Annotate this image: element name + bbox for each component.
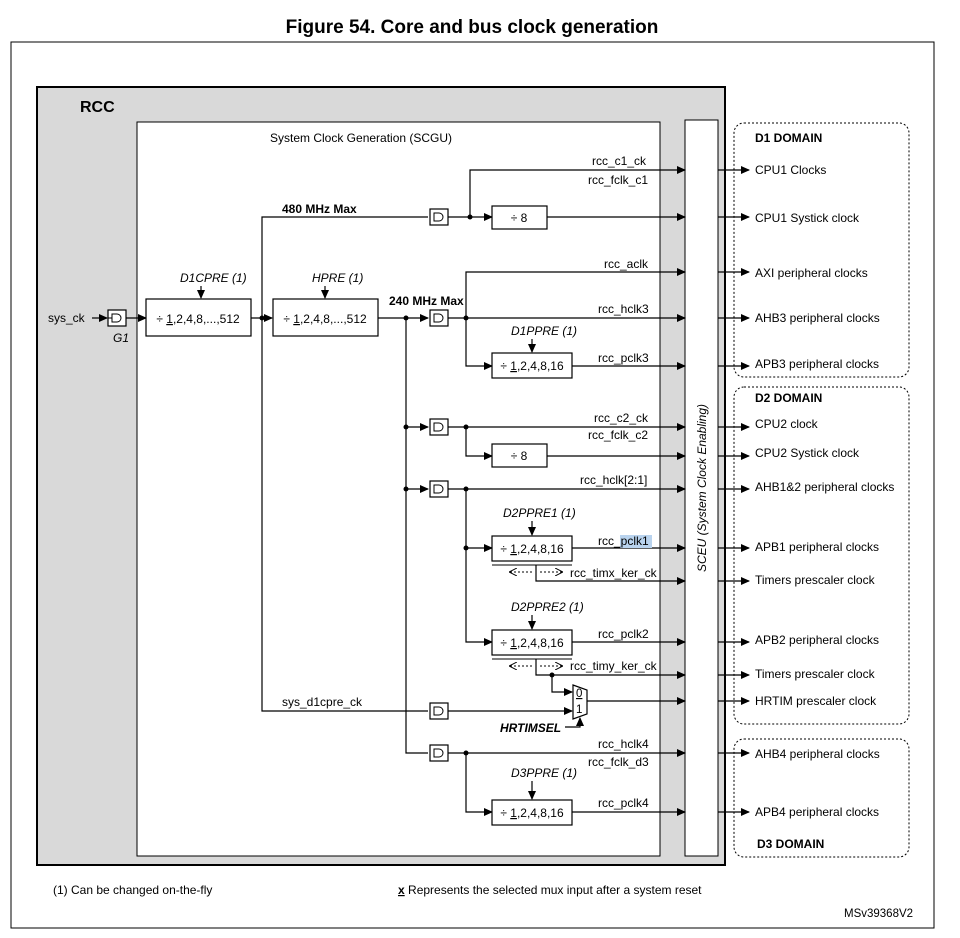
out-cpu1-clocks: CPU1 Clocks [755, 163, 826, 177]
d1cpre-label: D1CPRE (1) [180, 271, 247, 285]
svg-text:÷ 1,2,4,8,16: ÷ 1,2,4,8,16 [500, 636, 564, 650]
rcc-pclk2-label: rcc_pclk2 [598, 627, 649, 641]
svg-text:rcc_pclk1: rcc_pclk1 [598, 534, 649, 548]
freq-480-label: 480 MHz Max [282, 202, 357, 216]
d2-domain-label: D2 DOMAIN [755, 391, 822, 405]
d2-domain-box [733, 386, 910, 725]
gate-g1-icon [107, 309, 127, 327]
footnote-mux: x Represents the selected mux input afte… [398, 883, 702, 897]
d1-domain-label: D1 DOMAIN [755, 131, 822, 145]
sys-ck-label: sys_ck [48, 311, 86, 325]
rcc-c2-ck-label: rcc_c2_ck [594, 411, 649, 425]
out-apb4: APB4 peripheral clocks [755, 805, 879, 819]
gate-d1-bus-icon [429, 309, 449, 327]
out-timers2: Timers prescaler clock [755, 667, 876, 681]
svg-text:÷ 8: ÷ 8 [511, 449, 528, 463]
out-ahb4: AHB4 peripheral clocks [755, 747, 880, 761]
hpre-label: HPRE (1) [312, 271, 363, 285]
rcc-hclk21-label: rcc_hclk[2:1] [580, 473, 647, 487]
out-hrtim: HRTIM prescaler clock [755, 694, 877, 708]
figure-title: Figure 54. Core and bus clock generation [286, 17, 659, 38]
d3-domain-box [733, 738, 910, 858]
d2ppre1-label: D2PPRE1 (1) [503, 506, 576, 520]
hrtimsel-mux [572, 684, 588, 720]
sys-d1cpre-ck-label: sys_d1cpre_ck [282, 695, 363, 709]
gate-480-icon [429, 208, 449, 226]
out-cpu1-systick: CPU1 Systick clock [755, 211, 860, 225]
d1ppre-label: D1PPRE (1) [511, 324, 577, 338]
out-ahb12: AHB1&2 peripheral clocks [755, 480, 894, 494]
d2ppre1-prescaler [491, 535, 573, 562]
out-apb2: APB2 peripheral clocks [755, 633, 879, 647]
d1ppre-prescaler [491, 352, 573, 379]
rcc-c1-ck-label: rcc_c1_ck [592, 154, 647, 168]
gate-g1-label: G1 [113, 331, 129, 345]
rcc-pclk1-highlight: pclk1 [621, 534, 649, 548]
gate-hrtim-icon [429, 702, 449, 720]
rcc-pclk3-label: rcc_pclk3 [598, 351, 649, 365]
gate-d3-bus-icon [429, 744, 449, 762]
svg-text:÷ 8: ÷ 8 [511, 211, 528, 225]
rcc-timy-ker-ck-label: rcc_timy_ker_ck [570, 659, 658, 673]
rcc-fclk-d3-label: rcc_fclk_d3 [588, 755, 649, 769]
d1-domain-box [733, 122, 910, 378]
sceu-label: SCEU (System Clock Enabling) [695, 404, 709, 572]
svg-text:1: 1 [576, 704, 582, 716]
figure-frame [10, 41, 935, 929]
d1cpre-prescaler [145, 298, 252, 337]
figure-ref: MSv39368V2 [844, 908, 913, 920]
rcc-hclk4-label: rcc_hclk4 [598, 737, 649, 751]
gate-d2-bus-icon [429, 480, 449, 498]
d3ppre-label: D3PPRE (1) [511, 766, 577, 780]
svg-text:÷ 1,2,4,8,...,512: ÷ 1,2,4,8,...,512 [283, 312, 367, 326]
gate-c2-icon [429, 418, 449, 436]
scgu-label: System Clock Generation (SCGU) [270, 131, 452, 145]
hrtimsel-label: HRTIMSEL [500, 721, 561, 735]
rcc-aclk-label: rcc_aclk [604, 257, 649, 271]
rcc-pclk4-label: rcc_pclk4 [598, 796, 649, 810]
footnote-on-the-fly: (1) Can be changed on-the-fly [53, 883, 212, 897]
d2ppre2-prescaler [491, 629, 573, 656]
svg-text:÷ 1,2,4,8,...,512: ÷ 1,2,4,8,...,512 [156, 312, 240, 326]
d2ppre2-label: D2PPRE2 (1) [511, 600, 584, 614]
out-ahb3: AHB3 peripheral clocks [755, 311, 880, 325]
svg-text:÷ 1,2,4,8,16: ÷ 1,2,4,8,16 [500, 359, 564, 373]
out-apb1: APB1 peripheral clocks [755, 540, 879, 554]
rcc-pclk1-prefix: rcc_ [598, 534, 621, 548]
out-axi: AXI peripheral clocks [755, 266, 868, 280]
rcc-hclk3-label: rcc_hclk3 [598, 302, 649, 316]
output-arrows [718, 166, 750, 816]
svg-text:÷ 1,2,4,8,16: ÷ 1,2,4,8,16 [500, 542, 564, 556]
svg-text:0: 0 [576, 688, 582, 700]
rcc-timx-ker-ck-label: rcc_timx_ker_ck [570, 566, 658, 580]
d3-domain-label: D3 DOMAIN [757, 837, 824, 851]
svg-text:÷ 1,2,4,8,16: ÷ 1,2,4,8,16 [500, 806, 564, 820]
out-cpu2-clock: CPU2 clock [755, 417, 819, 431]
out-cpu2-systick: CPU2 Systick clock [755, 446, 860, 460]
freq-240-label: 240 MHz Max [389, 294, 464, 308]
out-apb3: APB3 peripheral clocks [755, 357, 879, 371]
rcc-label: RCC [80, 99, 115, 116]
rcc-fclk-c2-label: rcc_fclk_c2 [588, 428, 648, 442]
out-timers1: Timers prescaler clock [755, 573, 876, 587]
sceu-block [684, 119, 719, 857]
rcc-fclk-c1-label: rcc_fclk_c1 [588, 173, 648, 187]
